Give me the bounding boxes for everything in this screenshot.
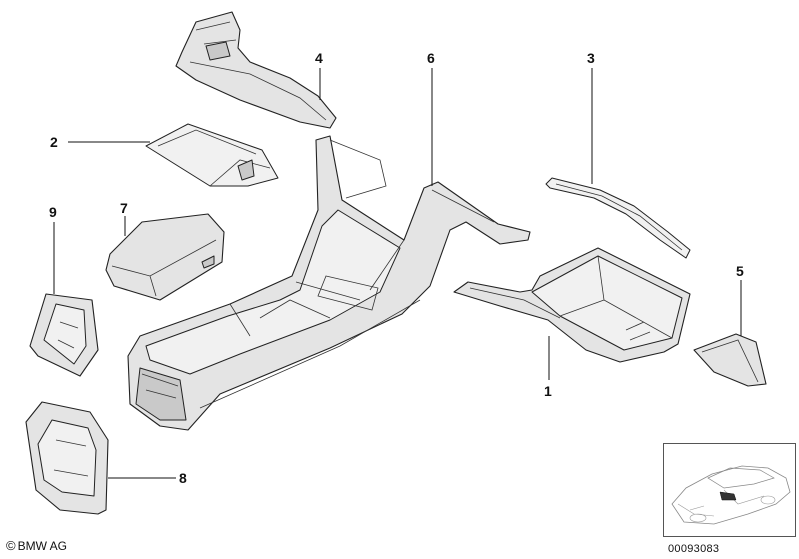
part-9-frame xyxy=(29,293,99,377)
callout-9: 9 xyxy=(49,204,57,220)
callout-2: 2 xyxy=(50,134,58,150)
part-5-corner-cover xyxy=(693,333,767,387)
part-6-center-console xyxy=(127,135,531,431)
callout-5: 5 xyxy=(736,263,744,279)
part-2-tray xyxy=(145,123,279,187)
copyright-notice: © BMW AG xyxy=(6,538,67,553)
part-3-strip xyxy=(545,177,691,259)
car-outline-icon xyxy=(671,465,791,525)
callout-4: 4 xyxy=(315,50,323,66)
callout-6: 6 xyxy=(427,50,435,66)
callout-8: 8 xyxy=(179,470,187,486)
copyright-symbol: © xyxy=(6,538,16,553)
callout-1: 1 xyxy=(544,383,552,399)
callout-7: 7 xyxy=(120,200,128,216)
callout-3: 3 xyxy=(587,50,595,66)
part-7-armrest xyxy=(105,213,225,301)
vehicle-thumbnail xyxy=(663,443,796,537)
part-8-rear-frame xyxy=(25,401,109,515)
part-4-trim-panel xyxy=(175,11,337,129)
part-1-side-tray xyxy=(453,247,691,363)
brand-name: BMW AG xyxy=(17,538,67,553)
diagram-number: 00093083 xyxy=(668,543,720,555)
